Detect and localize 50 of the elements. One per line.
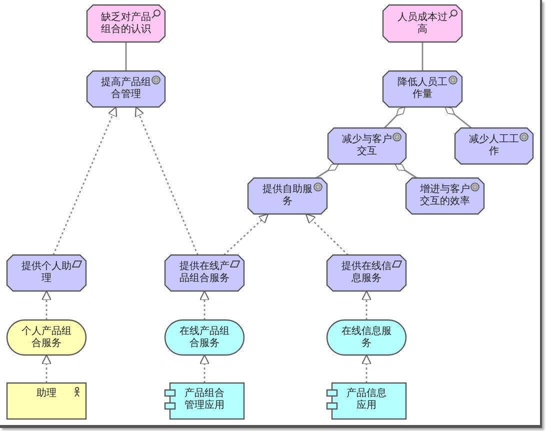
realization-arrow xyxy=(52,106,118,256)
realization-arrow xyxy=(361,354,372,383)
goal-box xyxy=(406,178,484,214)
node-label: 个人产品组合服务 xyxy=(21,326,72,350)
realization-arrow xyxy=(134,106,198,256)
node-label: 增进与客户交互的效率 xyxy=(420,184,470,208)
node-label: 减少与客户交互 xyxy=(342,134,392,158)
requirement-box xyxy=(165,255,244,291)
service-shape xyxy=(7,320,86,355)
requirement-box xyxy=(7,255,86,291)
aggregation-line xyxy=(394,163,418,179)
goal-box xyxy=(455,128,533,164)
node-label: 在线信息服务 xyxy=(341,326,392,350)
aggregation-line xyxy=(444,106,472,129)
node-label: 产品组合管理应用 xyxy=(184,388,226,412)
node-label: 人员成本过高 xyxy=(397,12,448,36)
node-label: 降低人员工作量 xyxy=(397,77,448,101)
realization-arrow xyxy=(361,290,372,320)
node-label: 减少人工工作 xyxy=(469,134,519,158)
component-box xyxy=(165,383,244,419)
realization-arrow xyxy=(41,354,52,383)
goal-box xyxy=(87,71,165,107)
driver-box xyxy=(383,5,462,42)
service-shape xyxy=(165,320,244,355)
aggregation-line xyxy=(384,106,406,128)
realization-arrow xyxy=(199,354,210,383)
aggregation-line xyxy=(316,163,339,179)
realization-arrow xyxy=(199,290,210,320)
node-label: 提供个人助理 xyxy=(21,261,72,285)
actor-box xyxy=(7,383,86,419)
realization-arrow xyxy=(305,213,349,256)
node-label: 助理 xyxy=(36,388,56,400)
goal-box xyxy=(248,178,327,214)
node-label: 提高产品组合管理 xyxy=(101,77,151,101)
node-label: 提供自助服务 xyxy=(262,184,313,208)
goal-box xyxy=(383,71,462,107)
node-label: 在线产品组合服务 xyxy=(179,326,230,350)
association-line xyxy=(125,42,127,71)
realization-arrow xyxy=(223,213,269,256)
realization-arrow xyxy=(41,290,52,320)
node-label: 提供在线产品组合服务 xyxy=(179,261,230,285)
service-shape xyxy=(327,320,406,355)
node-label: 提供在线信息服务 xyxy=(341,261,392,285)
component-box xyxy=(327,383,406,419)
requirement-box xyxy=(327,255,406,291)
node-label: 产品信息应用 xyxy=(346,388,388,412)
node-label: 缺乏对产品组合的认识 xyxy=(101,12,151,36)
association-line xyxy=(422,42,424,71)
driver-box xyxy=(87,5,165,42)
goal-box xyxy=(328,128,406,164)
